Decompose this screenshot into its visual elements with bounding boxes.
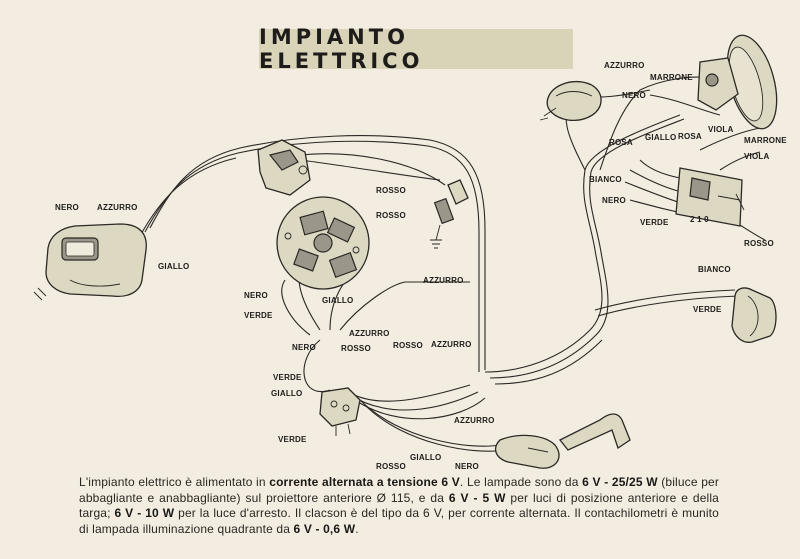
caption-bold: 6 V - 10 W — [114, 506, 175, 520]
label-rosa: ROSA — [609, 138, 633, 147]
label-marrone: MARRONE — [650, 73, 693, 82]
label-nero: NERO — [55, 203, 79, 212]
label-nero: NERO — [244, 291, 268, 300]
switch-position-numbers: 2 1 0 — [690, 215, 709, 224]
label-rosso: ROSSO — [376, 186, 406, 195]
headlight — [697, 34, 778, 130]
label-bianco: BIANCO — [698, 265, 731, 274]
label-bianco: BIANCO — [589, 175, 622, 184]
label-giallo: GIALLO — [645, 133, 676, 142]
label-verde: VERDE — [640, 218, 669, 227]
brake-lever-horn — [494, 413, 631, 469]
label-verde: VERDE — [244, 311, 273, 320]
label-azzurro: AZZURRO — [423, 276, 464, 285]
caption-bold: 6 V - 0,6 W — [293, 521, 356, 536]
label-viola: VIOLA — [744, 152, 769, 161]
stop-light-switch — [257, 139, 311, 196]
junction-box — [319, 387, 361, 436]
label-nero: NERO — [292, 343, 316, 352]
label-giallo: GIALLO — [158, 262, 189, 271]
label-azzurro: AZZURRO — [604, 61, 645, 70]
wire-harness — [139, 76, 766, 452]
label-giallo: GIALLO — [271, 389, 302, 398]
caption-text: L'impianto elettrico è alimentato in — [79, 475, 270, 489]
spark-plug — [430, 179, 469, 249]
label-giallo: GIALLO — [410, 453, 441, 462]
label-azzurro: AZZURRO — [97, 203, 138, 212]
rear-light — [33, 223, 147, 301]
label-verde: VERDE — [693, 305, 722, 314]
label-marrone: MARRONE — [744, 136, 787, 145]
front-position-light — [731, 287, 777, 343]
label-rosso: ROSSO — [376, 211, 406, 220]
wire-labels: NERO AZZURRO GIALLO ROSSO ROSSO AZZURRO … — [55, 61, 787, 470]
light-switch-unit: 2 1 0 — [675, 167, 745, 227]
label-rosso: ROSSO — [376, 462, 406, 470]
label-verde: VERDE — [273, 373, 302, 382]
label-rosso: ROSSO — [744, 239, 774, 248]
label-verde: VERDE — [278, 435, 307, 444]
caption-text: per la luce d'arresto. Il clacson è del … — [79, 506, 719, 536]
label-nero: NERO — [602, 196, 626, 205]
page-title: IMPIANTO ELETTRICO — [259, 25, 424, 73]
label-azzurro: AZZURRO — [454, 416, 495, 425]
label-azzurro: AZZURRO — [431, 340, 472, 349]
caption-text: . — [355, 521, 359, 536]
caption-text: . Le lampade sono da — [459, 475, 583, 489]
label-rosa: ROSA — [678, 132, 702, 141]
caption-bold: corrente alternata a tensione 6 V — [269, 475, 460, 489]
caption-bold: 6 V - 5 W — [448, 490, 506, 505]
label-azzurro: AZZURRO — [349, 329, 390, 338]
label-nero: NERO — [622, 91, 646, 100]
label-nero: NERO — [455, 462, 479, 470]
flywheel-magneto — [276, 196, 370, 290]
description-paragraph: L'impianto elettrico è alimentato in cor… — [79, 475, 719, 537]
label-giallo: GIALLO — [322, 296, 353, 305]
caption-text: per luci di posizione anteriore e della … — [79, 490, 719, 521]
wiring-diagram: 2 1 0 NERO AZZURRO GIALLO ROSSO ROSSO AZ… — [33, 34, 787, 470]
label-viola: VIOLA — [708, 125, 733, 134]
label-rosso: ROSSO — [393, 341, 423, 350]
label-rosso: ROSSO — [341, 344, 371, 353]
caption-text: (biluce per abbagliante e anabbagliante)… — [79, 475, 719, 505]
title-banner: IMPIANTO ELETTRICO — [259, 25, 573, 73]
speedometer — [539, 80, 602, 122]
caption-bold: 6 V - 25/25 W — [582, 475, 658, 489]
